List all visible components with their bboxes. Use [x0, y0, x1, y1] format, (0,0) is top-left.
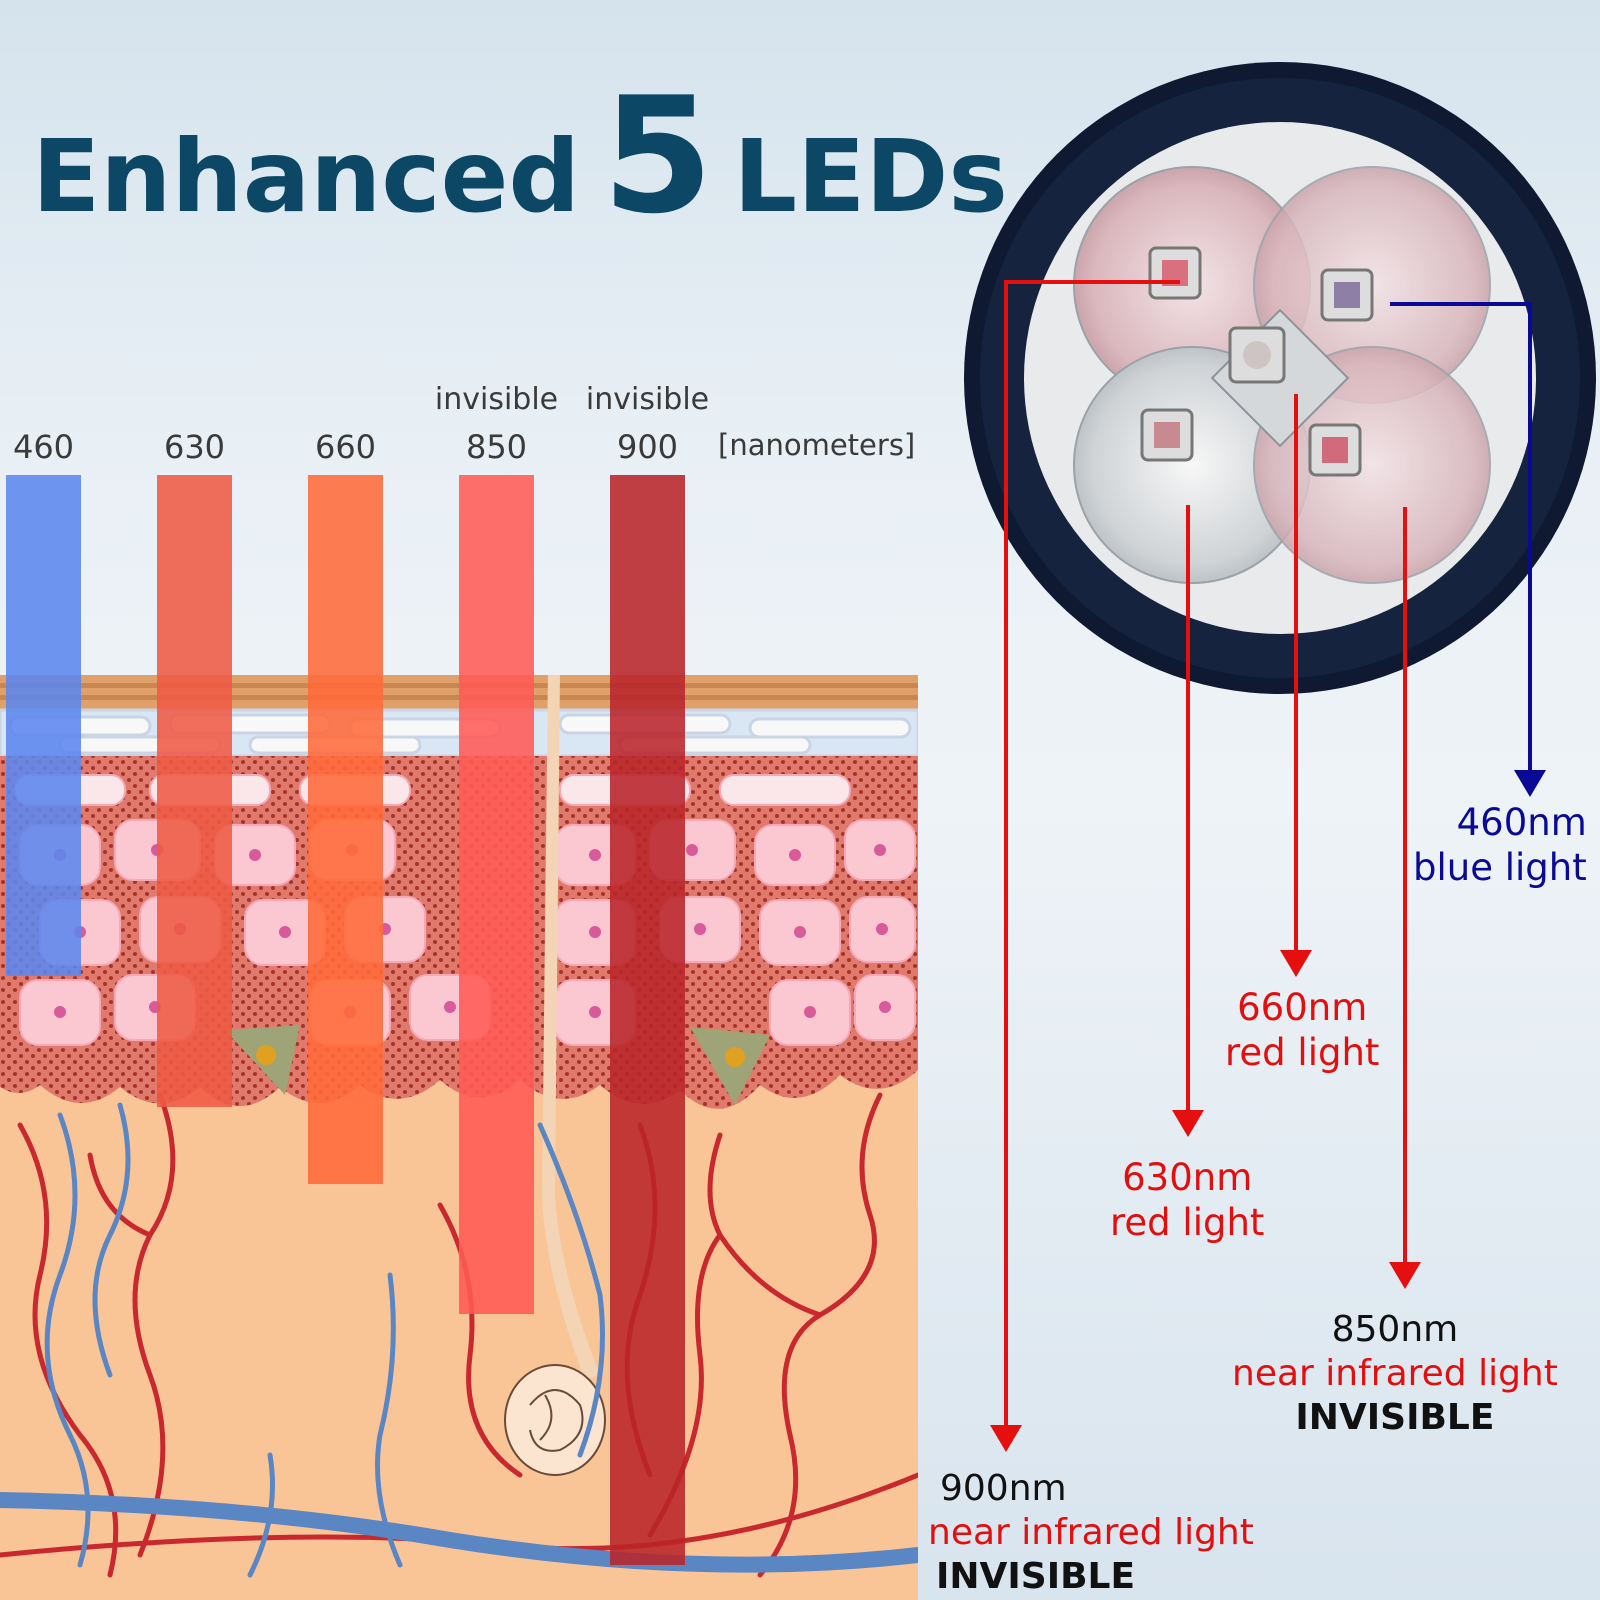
callout-660-value: 660nm — [1237, 986, 1368, 1029]
callout-460-desc: blue light — [1413, 846, 1587, 890]
led-cluster-image — [964, 62, 1596, 694]
arrow-630-head — [1172, 1110, 1204, 1137]
callout-900-value: 900nm — [940, 1468, 1067, 1509]
callout-850-value: 850nm — [1331, 1309, 1459, 1350]
callout-850-note: INVISIBLE — [1295, 1396, 1495, 1438]
title-prefix: Enhanced — [32, 118, 581, 235]
wavelength-bar-850 — [459, 475, 534, 1314]
wavelength-label-850: 850 — [465, 428, 528, 466]
callout-460: 460nm blue light — [1413, 800, 1587, 890]
arrow-460-head — [1514, 770, 1546, 797]
callout-900-desc: near infrared light — [928, 1511, 1254, 1553]
arrow-900-head — [990, 1425, 1022, 1452]
wavelength-label-630: 630 — [163, 428, 226, 466]
veins — [0, 1102, 918, 1578]
callout-630-value: 630nm — [1122, 1156, 1253, 1199]
callout-630: 630nm red light — [1110, 1155, 1264, 1245]
arrow-660-head — [1280, 950, 1312, 977]
melanocytes — [225, 1025, 770, 1105]
invisible-tag-900: invisible — [585, 382, 710, 417]
sweat-gland — [504, 1364, 606, 1476]
callout-850-desc: near infrared light — [1232, 1352, 1558, 1394]
wavelength-label-660: 660 — [314, 428, 377, 466]
wavelength-bar-660 — [308, 475, 383, 1184]
arrow-850-head — [1389, 1262, 1421, 1289]
hair-shaft — [542, 675, 600, 1380]
callout-850: 850nm near infrared light INVISIBLE — [1232, 1308, 1558, 1440]
wavelength-label-460: 460 — [12, 428, 75, 466]
unit-label: [nanometers] — [718, 428, 916, 462]
wavelength-bar-900 — [610, 475, 685, 1565]
callout-460-value: 460nm — [1456, 801, 1587, 844]
title-suffix: LEDs — [733, 118, 1008, 235]
callout-900: 900nm near infrared light INVISIBLE — [928, 1467, 1254, 1599]
invisible-tag-850: invisible — [434, 382, 559, 417]
wavelength-bar-460 — [6, 475, 81, 976]
title-number: 5 — [602, 62, 714, 249]
callout-630-desc: red light — [1110, 1201, 1265, 1245]
callout-660: 660nm red light — [1225, 985, 1379, 1075]
callout-660-desc: red light — [1225, 1031, 1380, 1075]
callout-900-note: INVISIBLE — [936, 1555, 1136, 1597]
wavelength-bar-630 — [157, 475, 232, 1107]
wavelength-label-900: 900 — [616, 428, 679, 466]
